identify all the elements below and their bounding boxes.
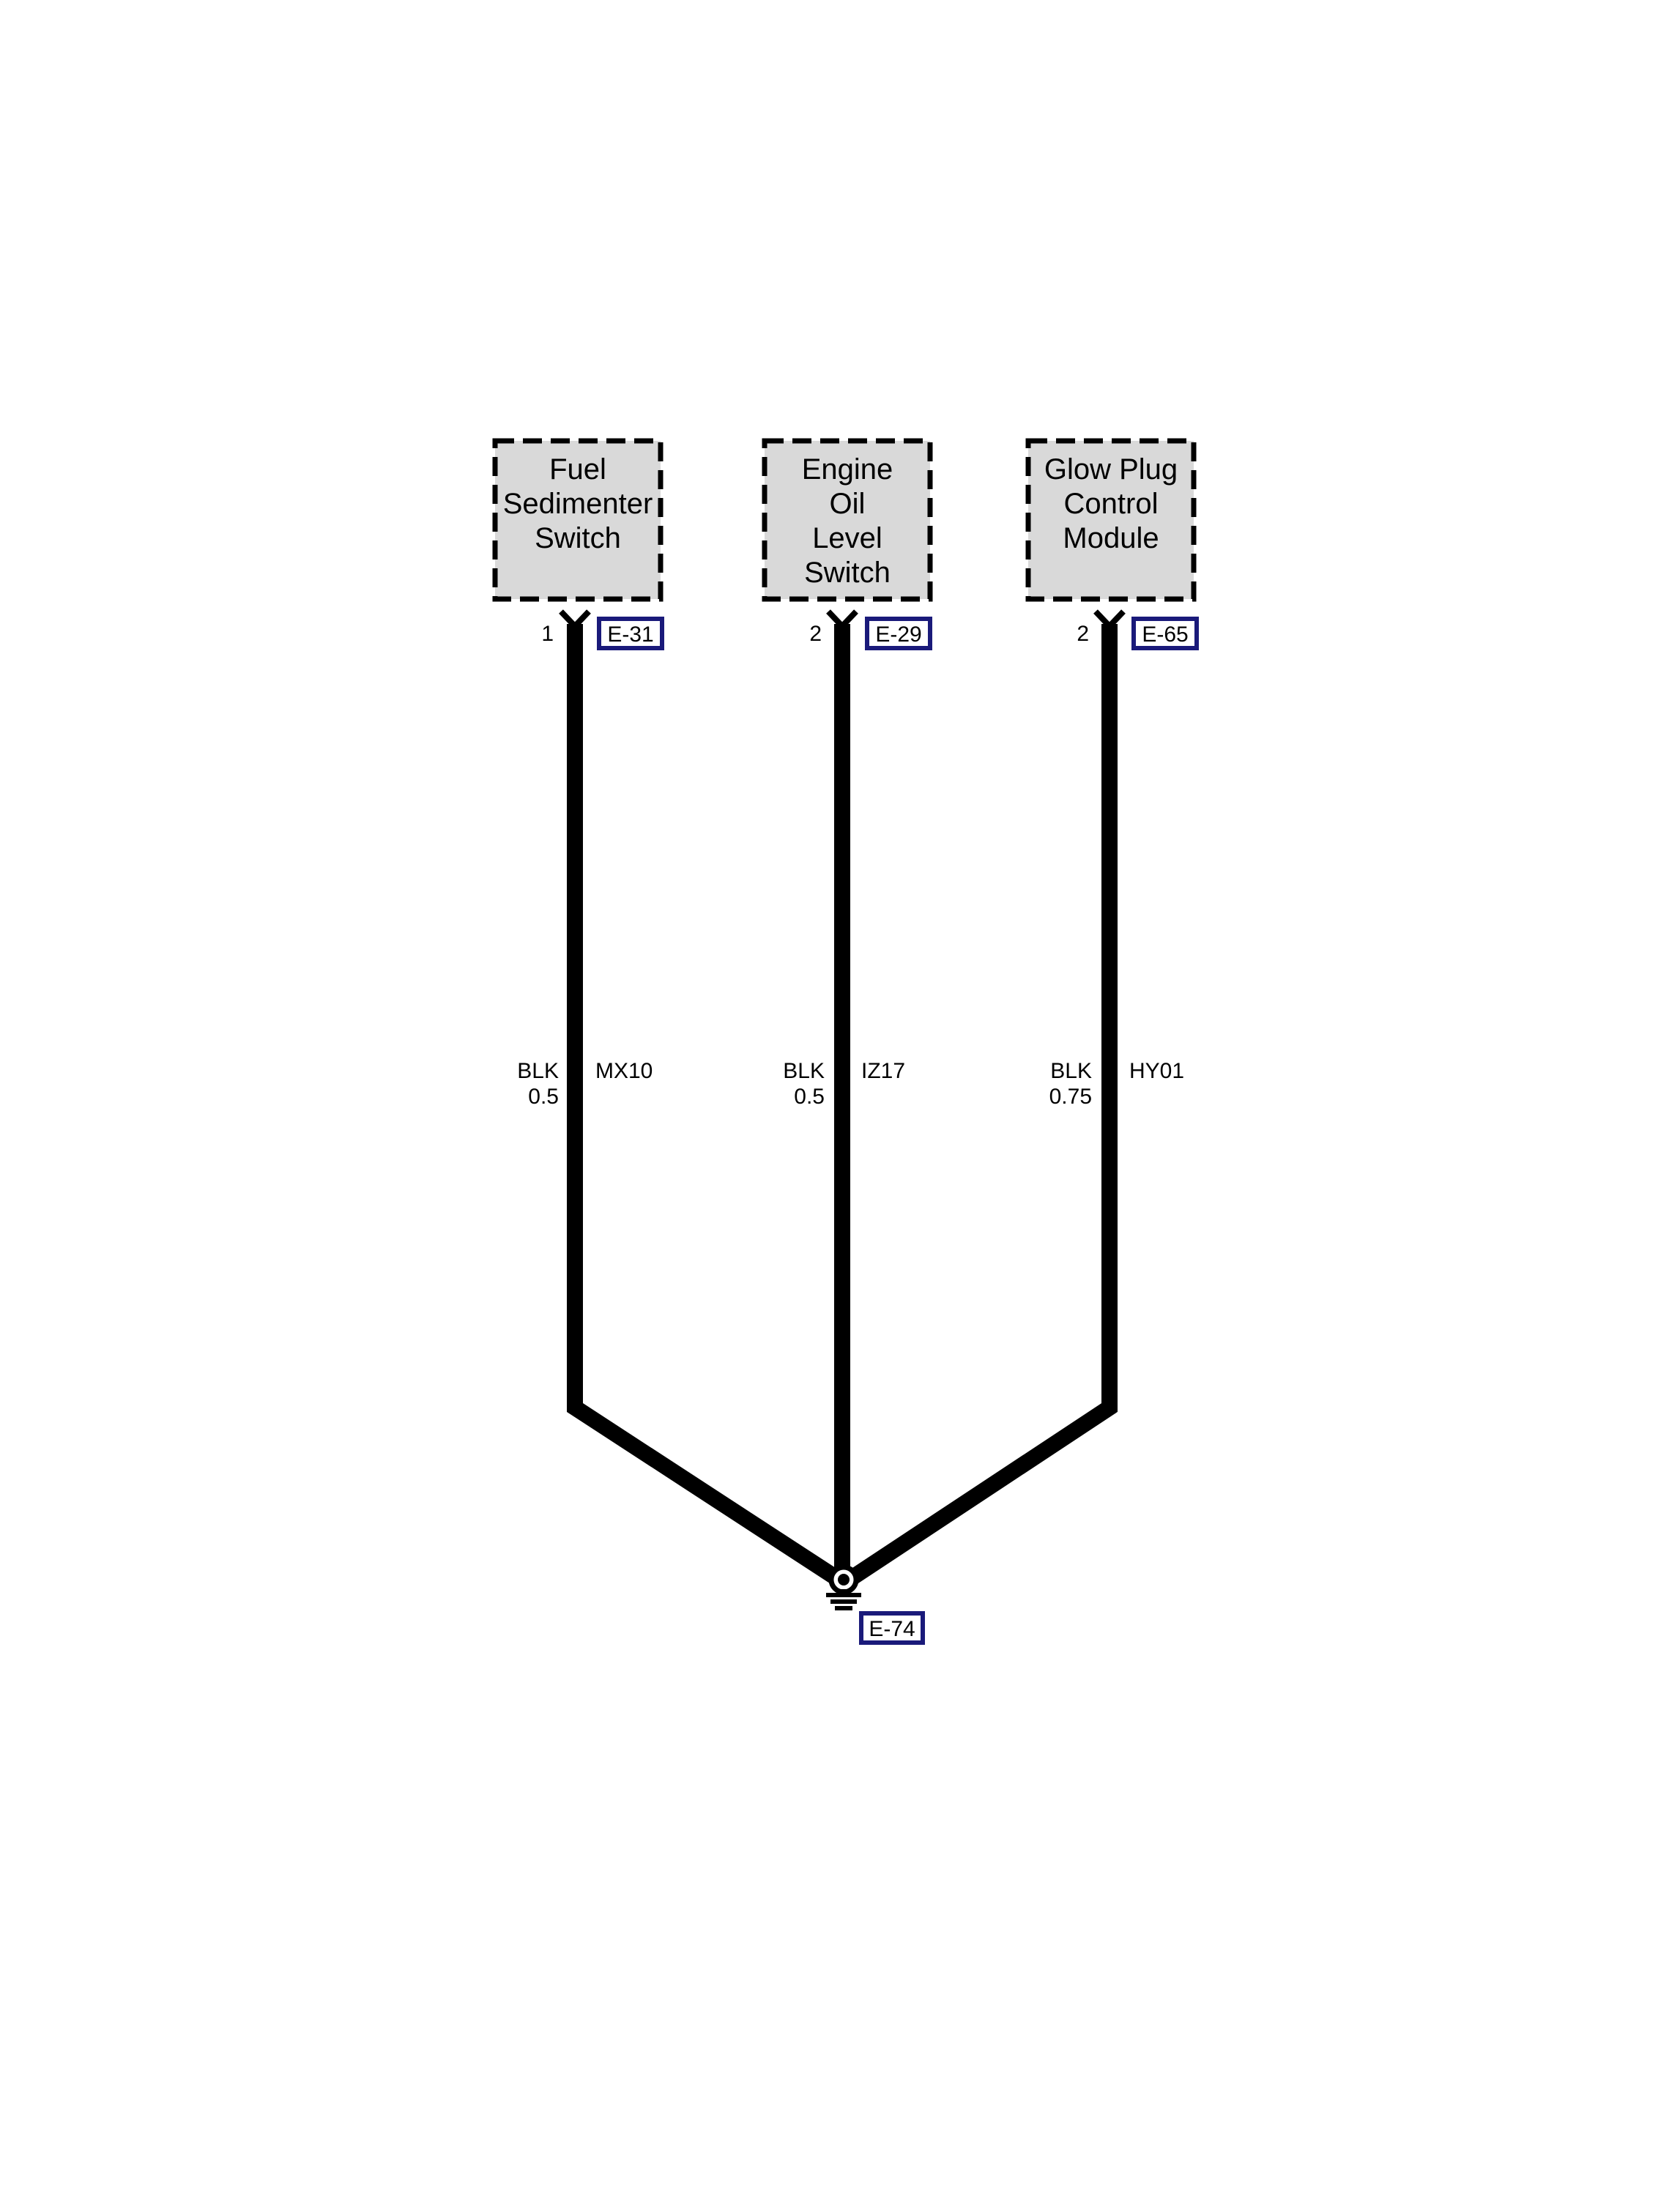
wires — [567, 624, 1118, 1588]
connector-label: E-29 — [875, 622, 921, 647]
component-label-line: Control — [1064, 488, 1159, 520]
wire-size-label: 0.75 — [1049, 1085, 1092, 1109]
component-box — [492, 438, 664, 602]
pin-number: 1 — [541, 622, 554, 646]
component-engine-oil-level-switch: Engine Oil Level Switch — [762, 438, 933, 602]
connector-box — [865, 617, 932, 650]
wire-circuit-label: IZ17 — [861, 1059, 905, 1083]
component-label-line: Fuel — [549, 453, 606, 486]
terminals — [559, 609, 1126, 631]
wire-fuel-sedimenter — [567, 624, 845, 1588]
component-label-line: Engine — [802, 453, 893, 486]
component-label-line: Switch — [804, 557, 891, 589]
connector-e31[interactable]: E-31 — [597, 617, 664, 650]
component-label-line: Module — [1063, 522, 1159, 554]
connector-e29[interactable]: E-29 — [865, 617, 932, 650]
ground-eyelet-center — [838, 1574, 850, 1586]
wire-glow-plug-module — [843, 624, 1118, 1588]
connector-e74[interactable]: E-74 — [859, 1611, 925, 1645]
wire-color-label: BLK — [1050, 1059, 1092, 1083]
wire-size-label: 0.5 — [794, 1085, 825, 1109]
wire-circuit-label: HY01 — [1129, 1059, 1184, 1083]
component-box — [762, 438, 933, 602]
component-label-line: Oil — [830, 488, 866, 520]
pin-number: 2 — [1077, 622, 1089, 646]
wire-circuit-label: MX10 — [595, 1059, 653, 1083]
component-box — [1025, 438, 1197, 602]
component-fuel-sedimenter-switch: Fuel Sedimenter Switch — [492, 438, 664, 602]
terminal-fork — [1093, 609, 1126, 631]
component-label-line: Sedimenter — [503, 488, 653, 520]
connector-label: E-65 — [1142, 622, 1188, 647]
connector-box — [1131, 617, 1199, 650]
connector-box — [597, 617, 664, 650]
connector-e65[interactable]: E-65 — [1131, 617, 1199, 650]
pin-number: 2 — [809, 622, 822, 646]
ground-icon — [826, 1564, 861, 1610]
connector-label: E-31 — [607, 622, 653, 647]
component-label-line: Switch — [535, 522, 621, 554]
component-glow-plug-control-module: Glow Plug Control Module — [1025, 438, 1197, 602]
component-label-line: Level — [812, 522, 882, 554]
component-label-line: Glow Plug — [1044, 453, 1178, 486]
terminal-fork — [826, 609, 858, 631]
terminal-fork — [559, 609, 591, 631]
wire-size-label: 0.5 — [528, 1085, 559, 1109]
wire-color-label: BLK — [783, 1059, 825, 1083]
connector-label: E-74 — [869, 1617, 915, 1641]
wire-color-label: BLK — [517, 1059, 559, 1083]
connector-box — [859, 1611, 925, 1645]
